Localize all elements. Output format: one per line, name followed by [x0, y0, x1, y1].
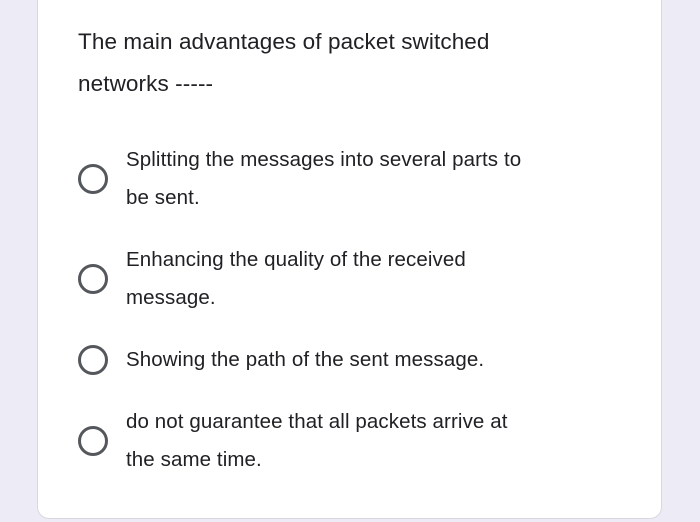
- option-row-4[interactable]: do not guarantee that all packets arrive…: [78, 403, 623, 479]
- question-card: The main advantages of packet switched n…: [37, 0, 662, 519]
- radio-button-icon[interactable]: [78, 345, 108, 375]
- question-title: The main advantages of packet switched n…: [78, 21, 623, 105]
- question-title-line-2: networks -----: [78, 71, 214, 96]
- radio-button-icon[interactable]: [78, 264, 108, 294]
- option-row-3[interactable]: Showing the path of the sent message.: [78, 341, 623, 379]
- option-label: do not guarantee that all packets arrive…: [126, 403, 508, 479]
- option-3-line-1: Showing the path of the sent message.: [126, 348, 485, 371]
- question-title-line-1: The main advantages of packet switched: [78, 29, 490, 54]
- radio-button-icon[interactable]: [78, 164, 108, 194]
- options-list: Splitting the messages into several part…: [78, 141, 623, 479]
- option-2-line-1: Enhancing the quality of the received: [126, 248, 466, 271]
- option-label: Showing the path of the sent message.: [126, 341, 484, 379]
- option-1-line-1: Splitting the messages into several part…: [126, 148, 522, 171]
- option-label: Enhancing the quality of the received me…: [126, 241, 466, 317]
- option-4-line-1: do not guarantee that all packets arrive…: [126, 410, 508, 433]
- radio-button-icon[interactable]: [78, 426, 108, 456]
- option-label: Splitting the messages into several part…: [126, 141, 521, 217]
- option-row-2[interactable]: Enhancing the quality of the received me…: [78, 241, 623, 317]
- option-row-1[interactable]: Splitting the messages into several part…: [78, 141, 623, 217]
- option-2-line-2: message.: [126, 286, 216, 309]
- option-4-line-2: the same time.: [126, 448, 262, 471]
- option-1-line-2: be sent.: [126, 186, 200, 209]
